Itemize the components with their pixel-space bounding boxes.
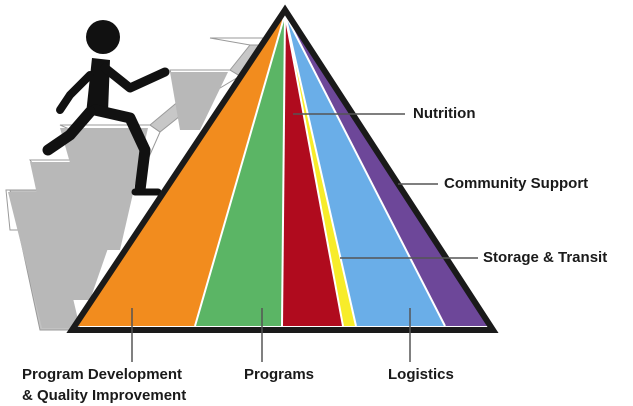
leader-lines xyxy=(131,113,478,362)
label-program-development-line2: & Quality Improvement xyxy=(22,387,187,404)
pyramid xyxy=(66,4,499,333)
label-program-development-line1: Program Development xyxy=(22,366,183,383)
stair-shadows xyxy=(8,72,228,328)
label-storage-transit: Storage & Transit xyxy=(483,249,608,266)
label-logistics: Logistics xyxy=(388,366,454,383)
label-community-support: Community Support xyxy=(444,175,589,192)
pyramid-outline xyxy=(66,4,499,333)
climbing-figure-icon xyxy=(42,20,170,196)
label-nutrition: Nutrition xyxy=(413,105,476,122)
label-programs: Programs xyxy=(244,366,315,383)
